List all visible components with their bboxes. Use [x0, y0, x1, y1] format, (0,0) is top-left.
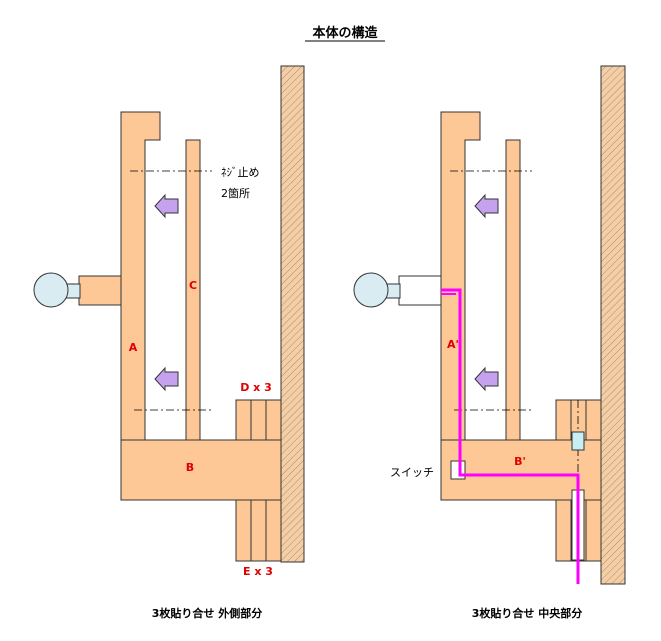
right-diagram: A' B' スイッチ 3枚貼り合せ 中央部分: [353, 65, 626, 620]
label-a-prime: A': [447, 338, 459, 351]
label-a: A: [129, 341, 138, 354]
arrow-left-bottom: [154, 366, 179, 392]
caption-left: 3枚貼り合せ 外側部分: [152, 606, 262, 620]
page-title: 本体の構造: [312, 25, 378, 41]
screw-note-line1: ﾈｼﾞ止め: [221, 166, 260, 179]
label-b: B: [186, 461, 194, 474]
label-c: C: [189, 279, 197, 292]
label-b-prime: B': [514, 455, 526, 468]
label-e: E x 3: [243, 565, 273, 578]
part-d: [235, 399, 282, 441]
label-d: D x 3: [240, 381, 272, 394]
part-c-prime: [505, 139, 521, 441]
wall: [280, 65, 305, 563]
part-e: [235, 499, 282, 562]
left-diagram: A C B D x 3 E x 3 ﾈｼﾞ止め 2箇所 3枚貼り合せ 外側部分: [33, 65, 305, 620]
caption-right: 3枚貼り合せ 中央部分: [472, 606, 582, 620]
arrow-left-top: [154, 193, 179, 219]
knob-ball-r: [353, 272, 389, 308]
label-switch: スイッチ: [390, 466, 434, 479]
wire: [441, 288, 580, 584]
knob-shaft: [78, 275, 122, 306]
screw-note-line2: 2箇所: [221, 186, 250, 200]
arrow-right-top: [474, 193, 499, 219]
switch-top: [571, 431, 585, 451]
knob-ball: [33, 272, 69, 308]
knob-shaft-r: [398, 275, 442, 306]
part-a: [120, 111, 161, 441]
part-b: [120, 439, 282, 501]
wall-right: [600, 65, 626, 585]
arrow-right-bottom: [474, 366, 499, 392]
